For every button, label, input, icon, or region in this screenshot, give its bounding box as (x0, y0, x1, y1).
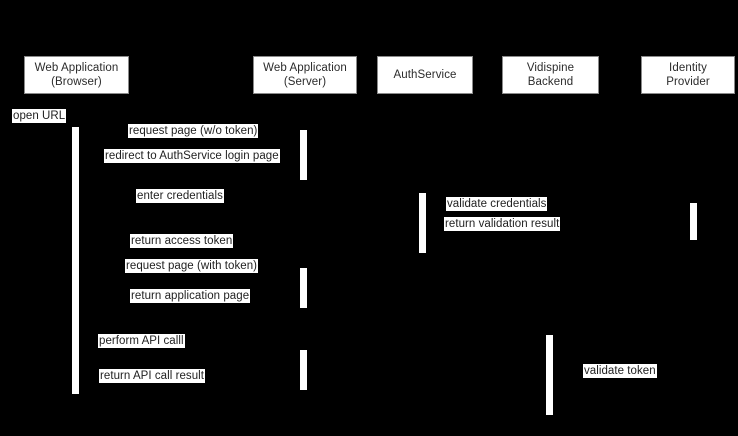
participant-label-server: Web Application (Server) (263, 62, 347, 88)
participant-label-browser: Web Application (Browser) (34, 62, 119, 88)
activation-bar-server-1 (300, 130, 307, 180)
message-label-return-application-page: return application page (130, 289, 251, 303)
participant-box-server[interactable]: Web Application (Server) (253, 56, 357, 94)
activation-bar-identity-provider (690, 203, 697, 240)
participant-label-vidispine-backend: Vidispine Backend (526, 62, 575, 88)
participant-box-browser[interactable]: Web Application (Browser) (24, 56, 129, 94)
message-label-validate-credentials: validate credentials (446, 197, 548, 211)
participant-label-identity-provider: Identity Provider (666, 62, 710, 88)
message-label-request-page-without-token: request page (w/o token) (128, 124, 259, 138)
participant-box-identity-provider[interactable]: Identity Provider (641, 56, 735, 94)
message-label-return-access-token: return access token (130, 234, 234, 248)
message-label-open-url: open URL (12, 109, 67, 123)
activation-bar-browser (72, 127, 79, 394)
message-label-return-validation-result: return validation result (444, 217, 561, 231)
message-label-request-page-with-token: request page (with token) (125, 259, 259, 273)
message-label-enter-credentials: enter credentials (136, 189, 224, 203)
message-label-redirect-to-authservice-login-page: redirect to AuthService login page (104, 149, 280, 163)
message-label-perform-api-call: perform API calll (98, 334, 185, 348)
activation-bar-server-2 (300, 268, 307, 308)
activation-bar-server-3 (300, 350, 307, 390)
activation-bar-vidispine-backend (546, 335, 553, 415)
participant-box-authservice[interactable]: AuthService (377, 56, 473, 94)
message-label-return-api-call-result: return API call result (99, 369, 206, 383)
message-label-validate-token: validate token (583, 364, 657, 378)
participant-box-vidispine-backend[interactable]: Vidispine Backend (502, 56, 599, 94)
participant-label-authservice: AuthService (393, 69, 457, 81)
activation-bar-authservice (419, 193, 426, 253)
